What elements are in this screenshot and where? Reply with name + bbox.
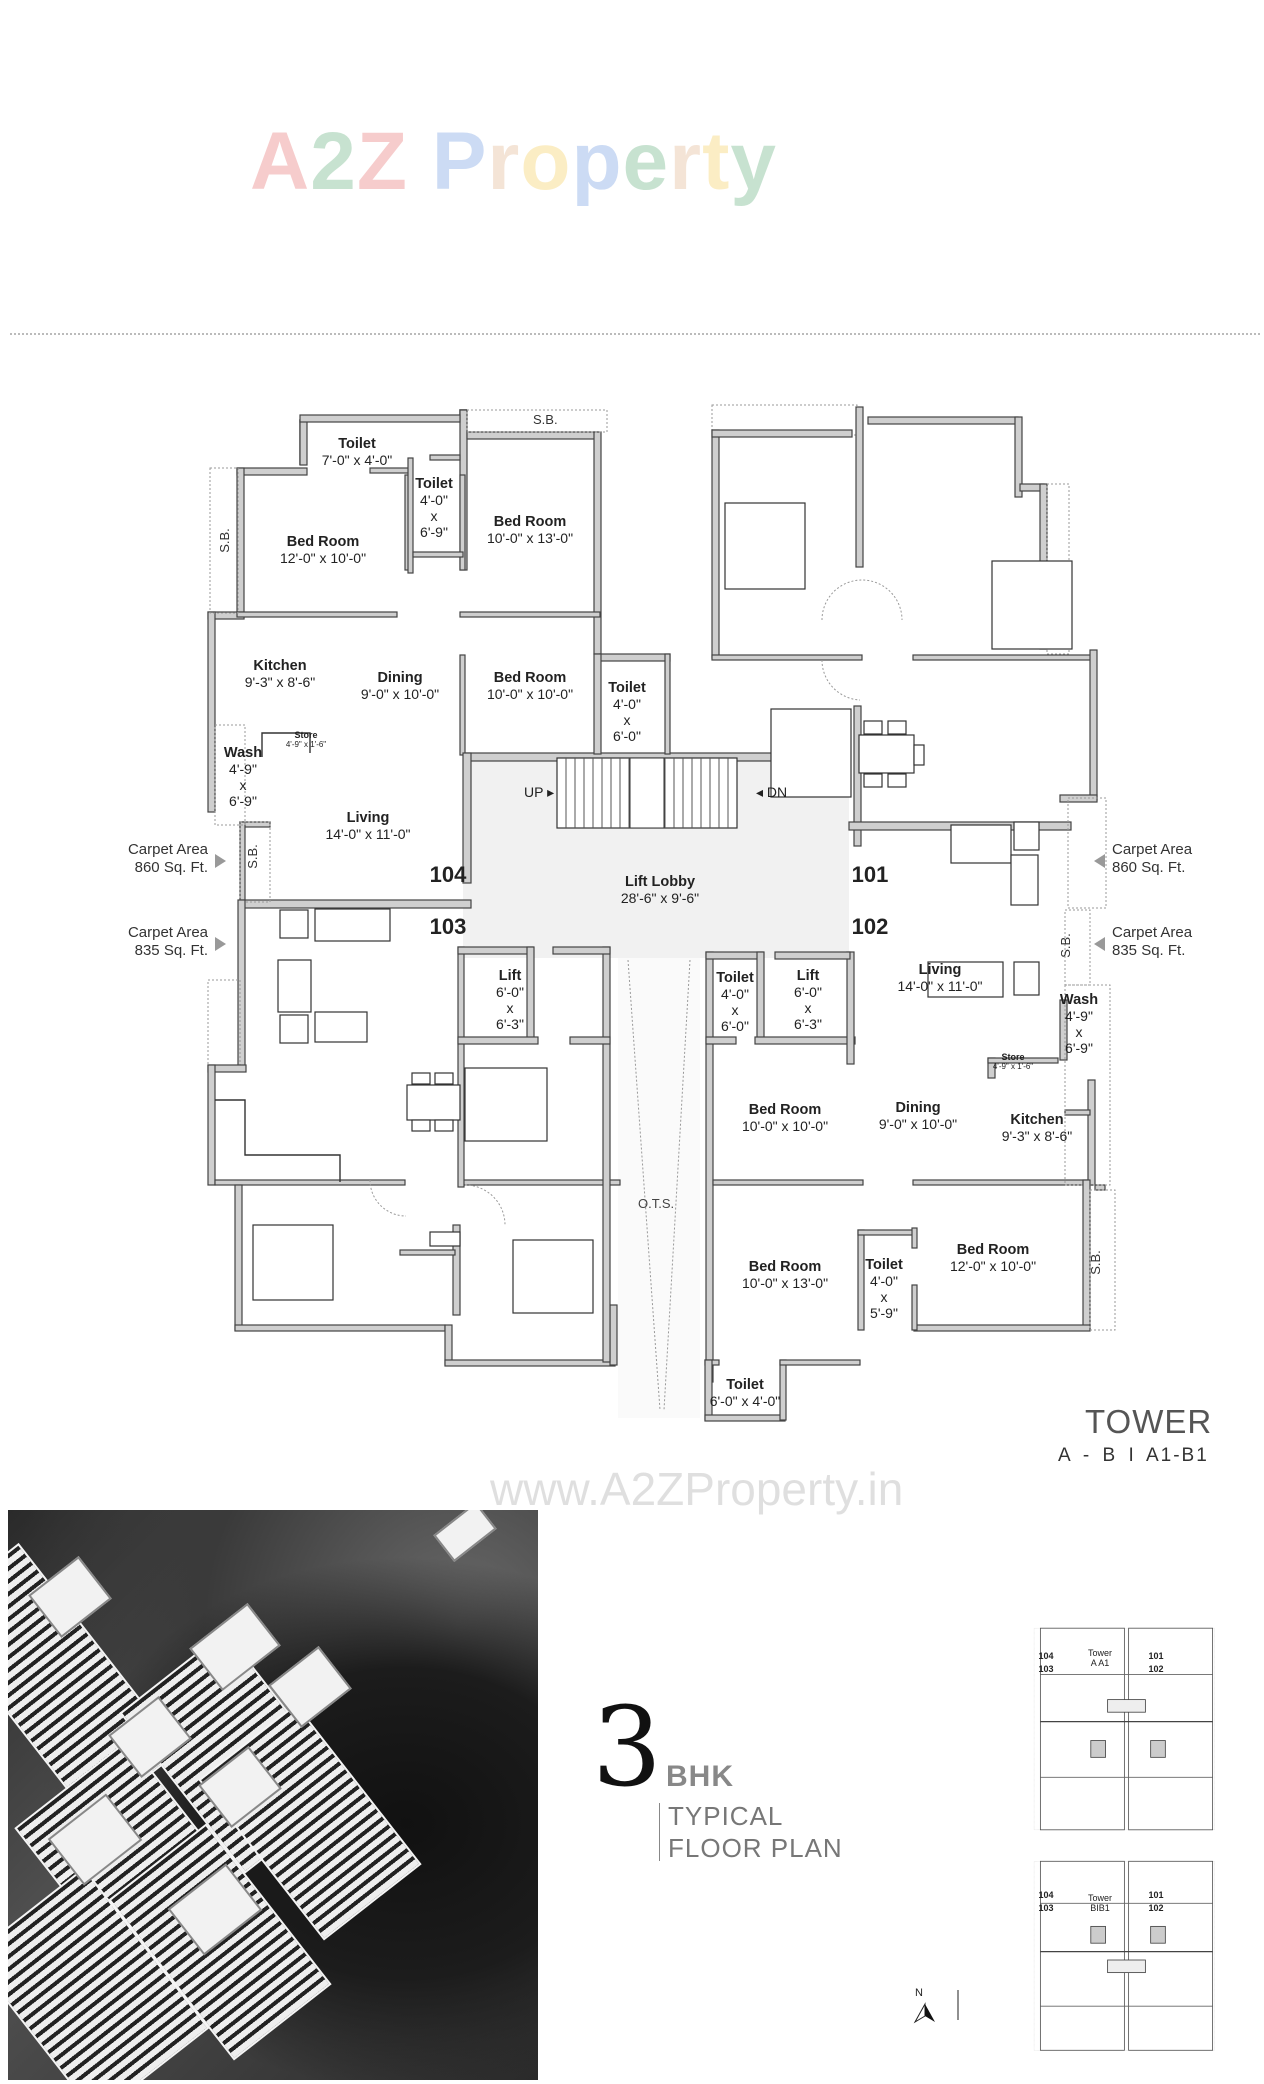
arrow-left-icon — [1094, 937, 1105, 951]
unit-number-101: 101 — [851, 862, 889, 887]
logo-letter: r — [669, 116, 703, 207]
sb-label-left-mid: S.B. — [244, 844, 260, 869]
plan-title-bhk: BHK — [666, 1760, 734, 1793]
logo-letter: y — [730, 116, 777, 207]
keyplan-bottom-101: 101 — [1148, 1890, 1164, 1900]
unit-number-103: 103 — [429, 914, 467, 939]
north-label: N — [915, 1987, 923, 1999]
logo-letter: e — [622, 116, 670, 207]
logo-letter: 2 — [310, 116, 357, 207]
unit-number-104: 104 — [429, 862, 467, 887]
stairs-up-label: UP ▸ — [524, 784, 555, 800]
keyplan-bottom-103: 103 — [1038, 1903, 1054, 1913]
stairs-down-label: ◂ DN — [756, 784, 788, 800]
title-divider — [659, 1803, 660, 1861]
arrow-right-icon — [215, 937, 226, 951]
arrow-right-icon — [215, 854, 226, 868]
unit-101-walls — [711, 404, 1107, 998]
tower-subtitle: A - B I A1-B1 — [1058, 1445, 1209, 1466]
logo-letter: o — [520, 116, 572, 207]
north-arrow-icon — [913, 1990, 959, 2024]
sb-label-top: S.B. — [533, 412, 558, 427]
arrow-left-icon — [1094, 854, 1105, 868]
staircase — [556, 757, 738, 829]
logo-letter: A — [250, 116, 311, 207]
keyplan-bottom-102: 102 — [1148, 1903, 1164, 1913]
sb-label-right-bottom: S.B. — [1087, 1250, 1103, 1275]
a2z-property-logo: A2Z Property — [250, 115, 777, 209]
keyplan-top-104: 104 — [1038, 1651, 1054, 1661]
unit-104-walls — [207, 409, 850, 909]
logo-letter: p — [571, 116, 623, 207]
plan-title-number: 3 — [592, 1683, 662, 1811]
aerial-photo — [8, 1510, 538, 2080]
tower-title: TOWER — [1085, 1403, 1213, 1440]
keyplan-bottom-104: 104 — [1038, 1890, 1054, 1900]
keyplan-top-101: 101 — [1148, 1651, 1164, 1661]
unit-number-102: 102 — [851, 914, 889, 939]
keyplan-top-102: 102 — [1148, 1664, 1164, 1674]
keyplan-drawing — [1033, 1627, 1215, 2051]
website-watermark: www.A2ZProperty.in — [490, 1463, 904, 1515]
unit-103-walls — [207, 899, 621, 1367]
keyplan-top-103: 103 — [1038, 1664, 1054, 1674]
logo-letter: r — [487, 116, 521, 207]
separator-line — [10, 333, 1260, 335]
unit-102-walls — [704, 909, 1116, 1422]
logo-letter: Z — [356, 116, 408, 207]
logo-letter: t — [702, 116, 731, 207]
sb-label-right-mid: S.B. — [1057, 933, 1073, 958]
ots-label: O.T.S. — [638, 1196, 675, 1211]
sb-label-left-top: S.B. — [216, 528, 232, 553]
ots-shaft — [618, 958, 700, 1418]
logo-letter: P — [431, 116, 488, 207]
